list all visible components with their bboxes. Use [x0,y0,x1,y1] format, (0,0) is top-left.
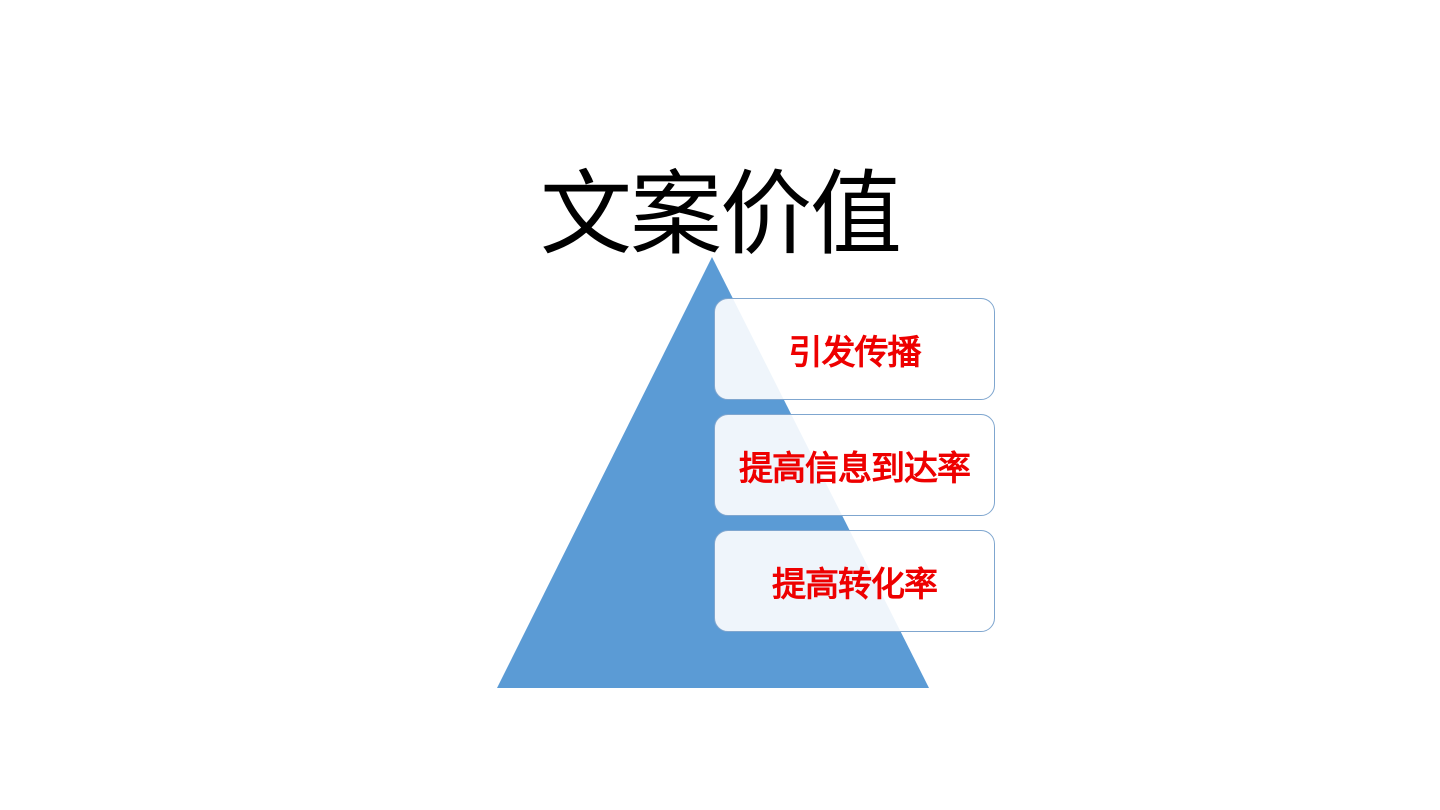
level-label: 引发传播 [788,332,922,373]
pyramid-level-2: 提高信息到达率 [714,414,995,516]
pyramid-level-1: 引发传播 [714,298,995,400]
slide-title: 文案价值 [539,161,902,268]
level-label: 提高信息到达率 [739,448,971,489]
level-label: 提高转化率 [772,564,938,605]
pyramid-level-3: 提高转化率 [714,530,995,632]
